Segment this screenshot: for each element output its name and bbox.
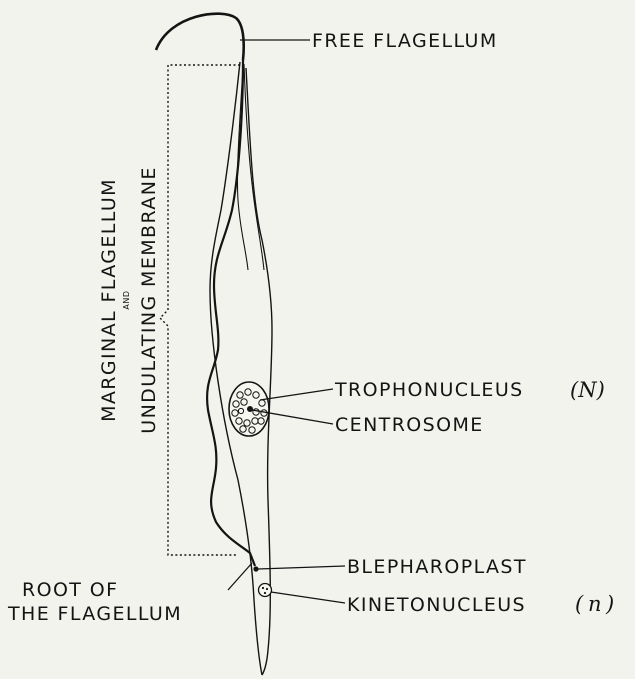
centrosome-dot xyxy=(247,406,253,412)
leader-trophonucleus xyxy=(260,389,333,400)
label-and: AND xyxy=(122,290,131,309)
label-kinetonucleus-open-paren: ( xyxy=(575,592,584,616)
label-kinetonucleus: KINETONUCLEUS xyxy=(347,594,526,616)
cell-body-left xyxy=(210,62,262,675)
label-trophonucleus: TROPHONUCLEUS xyxy=(334,379,524,401)
bracket-dotted xyxy=(160,65,240,555)
leader-kinetonucleus xyxy=(271,592,345,603)
label-root-line2: THE FLAGELLUM xyxy=(7,603,182,625)
leader-root xyxy=(228,563,252,590)
label-marginal-flagellum: MARGINAL FLAGELLUM xyxy=(98,178,120,422)
label-centrosome: CENTROSOME xyxy=(335,414,484,436)
trophonucleus xyxy=(229,382,269,436)
label-trophonucleus-symbol: (N) xyxy=(570,378,605,402)
label-root-line1: ROOT OF xyxy=(22,579,118,601)
free-flagellum xyxy=(156,14,244,60)
label-kinetonucleus-symbol: n xyxy=(588,592,602,616)
blepharoplast xyxy=(253,566,258,571)
leader-blepharoplast xyxy=(258,566,345,569)
label-blepharoplast: BLEPHAROPLAST xyxy=(347,556,527,578)
kinetonucleus xyxy=(259,584,272,597)
label-free-flagellum: FREE FLAGELLUM xyxy=(312,30,498,52)
label-kinetonucleus-close-paren: ) xyxy=(605,592,614,616)
label-undulating-membrane: UNDULATING MEMBRANE xyxy=(138,166,160,433)
